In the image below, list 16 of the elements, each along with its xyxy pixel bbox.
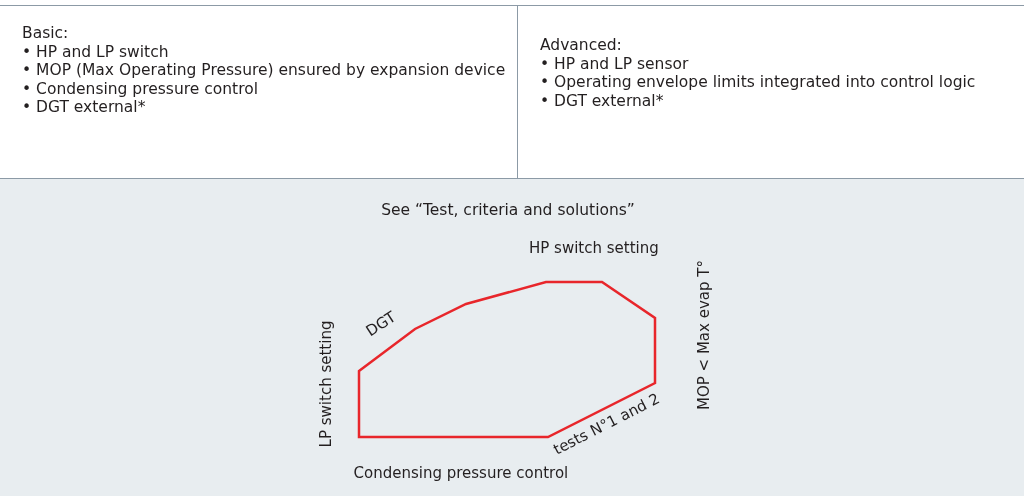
limit-label: LP switch setting [316, 320, 335, 448]
limit-label: HP switch setting [529, 239, 659, 257]
limit-label: tests N°1 and 2 [549, 389, 663, 459]
limit-label: MOP < Max evap T° [694, 260, 713, 410]
diagram-panel [0, 178, 1024, 496]
bullet-item: • DGT external* [22, 98, 147, 117]
cell-heading: Advanced: [540, 36, 623, 55]
bullet-item: • DGT external* [540, 91, 665, 110]
bullet-item: • Condensing pressure control [22, 79, 259, 98]
panel-heading: See “Test, criteria and solutions” [380, 201, 636, 220]
cell-heading: Basic: [22, 24, 70, 43]
bullet-item: • MOP (Max Operating Pressure) ensured by expansion device [22, 61, 507, 80]
limit-label: Condensing pressure control [353, 464, 569, 482]
bullet-item: • Operating envelope limits integrated into control logic [540, 73, 977, 92]
bullet-item: • HP and LP switch [22, 42, 170, 61]
bullet-item: • HP and LP sensor [540, 54, 690, 73]
